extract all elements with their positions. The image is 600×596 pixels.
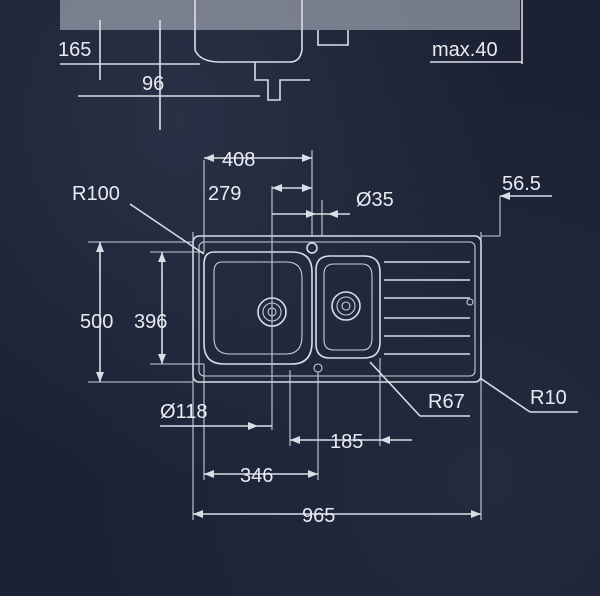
label-500: 500 — [80, 311, 113, 333]
sink-inner-frame — [198, 241, 476, 377]
label-185: 185 — [330, 431, 363, 453]
label-r67: R67 — [428, 391, 465, 413]
label-waste: Ø118 — [160, 401, 207, 423]
label-96: 96 — [142, 73, 164, 95]
plan-view-section: 408 279 Ø35 56.5 R100 500 396 Ø118 R67 R… — [72, 149, 578, 527]
overflow-hole — [313, 363, 323, 373]
label-tap-hole: Ø35 — [356, 189, 394, 211]
label-max40: max.40 — [432, 39, 498, 61]
label-r10: R10 — [530, 387, 567, 409]
main-bowl-inner — [213, 261, 303, 355]
side-drain-outline — [254, 62, 310, 101]
label-165: 165 — [58, 39, 91, 61]
small-drain — [331, 291, 361, 321]
side-view-band — [60, 0, 520, 30]
label-408: 408 — [222, 149, 255, 171]
label-56-5: 56.5 — [502, 173, 541, 195]
side-view-section: 165 96 max.40 — [58, 0, 523, 130]
leader-r67 — [369, 361, 421, 417]
label-279: 279 — [208, 183, 241, 205]
main-bowl-outer — [203, 251, 313, 365]
small-bowl-inner — [323, 263, 373, 351]
leader-r100 — [129, 203, 205, 255]
small-bowl-outer — [315, 255, 381, 359]
label-965: 965 — [302, 505, 335, 527]
tap-hole — [306, 242, 318, 254]
drainer-grooves — [384, 261, 474, 355]
label-396: 396 — [134, 311, 167, 333]
label-r100: R100 — [72, 183, 120, 205]
leader-r10 — [479, 377, 531, 413]
side-small-bowl — [317, 30, 349, 46]
label-346: 346 — [240, 465, 273, 487]
